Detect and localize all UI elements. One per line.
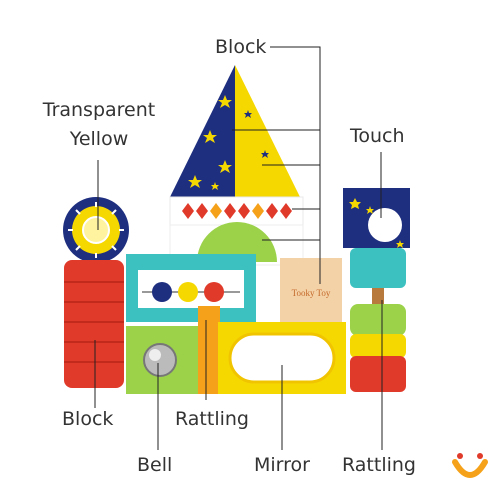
wooden-logo-block: Tooky Toy <box>280 258 342 326</box>
touch-block <box>343 188 410 248</box>
brand-mark: Tooky Toy <box>292 288 331 298</box>
label-rattling-right: Rattling <box>342 454 416 476</box>
sun-rays <box>68 202 124 258</box>
leader-lines <box>94 46 383 450</box>
label-touch: Touch <box>350 125 405 147</box>
triangle-block <box>170 65 300 197</box>
diamond-row <box>182 203 292 219</box>
rattling-bead-block <box>126 254 256 322</box>
star-decorations <box>188 95 232 190</box>
bell-block <box>126 326 198 394</box>
label-mirror: Mirror <box>254 454 310 476</box>
label-transparent-yellow: Transparent Yellow <box>42 99 156 150</box>
block-top-leader <box>270 46 321 284</box>
label-block-bottom: Block <box>62 408 114 430</box>
label-block-top: Block <box>215 36 267 58</box>
label-bell: Bell <box>137 454 173 476</box>
transparent-yellow-disc <box>63 197 129 263</box>
label-rattling-left: Rattling <box>175 408 249 430</box>
right-rattling-stack <box>350 248 406 392</box>
red-cylinder-block <box>64 260 124 388</box>
brand-logo-icon <box>452 453 488 478</box>
